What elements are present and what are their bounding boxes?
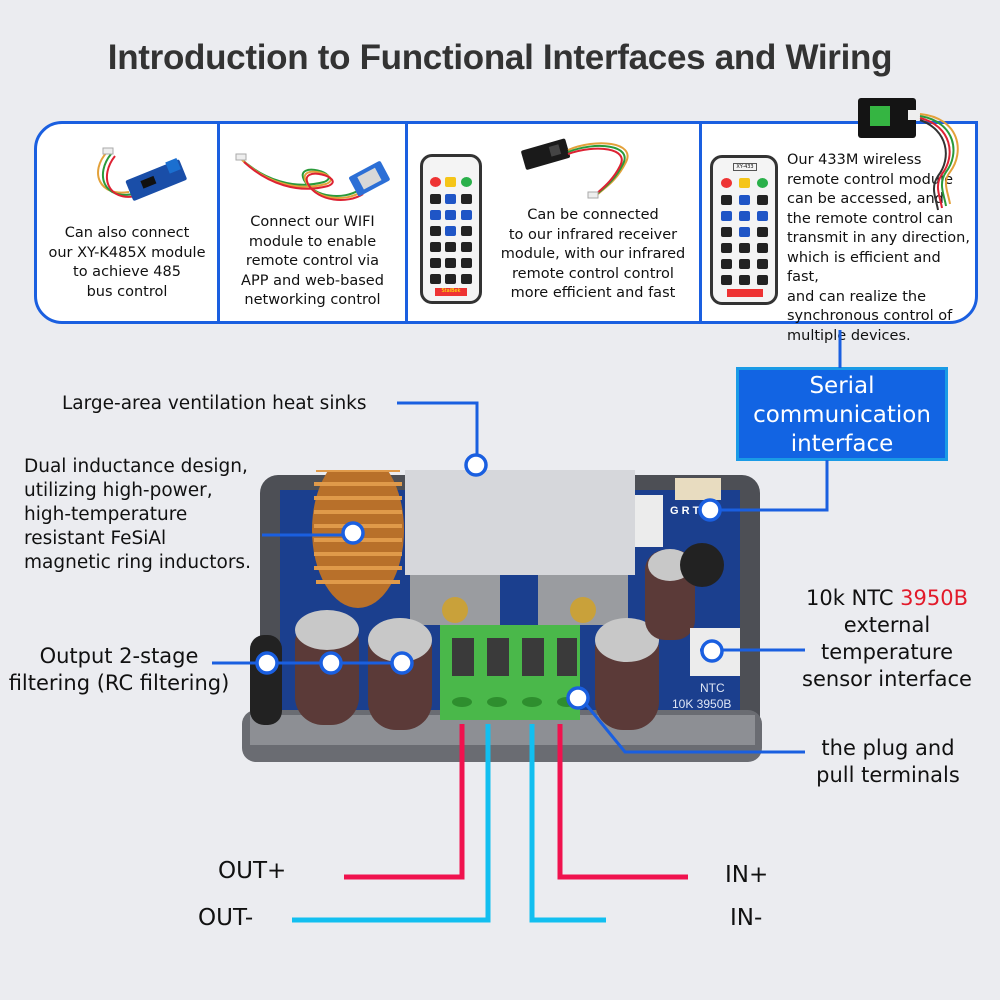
power-key bbox=[430, 177, 441, 187]
panel-wifi-text: Connect our WIFI module to enable remote… bbox=[241, 214, 384, 308]
ntc-silk-2: 10K 3950B bbox=[672, 697, 731, 711]
ntc-label: 10k NTC 3950B external temperature senso… bbox=[802, 586, 972, 691]
panel-infrared: StaiBek Can be connected to our infrared… bbox=[405, 121, 702, 324]
serial-dot bbox=[698, 498, 722, 522]
remote-model-tag: XY-433 bbox=[733, 163, 757, 171]
menu-key bbox=[445, 177, 456, 187]
in-minus-label: IN- bbox=[730, 905, 763, 931]
panel-433m-text: Our 433M wireless remote control module … bbox=[787, 152, 970, 344]
panel-rs485-text: Can also connect our XY-K485X module to … bbox=[48, 225, 206, 300]
panel-rs485: Can also connect our XY-K485X module to … bbox=[34, 121, 220, 324]
terminal-dot bbox=[566, 686, 590, 710]
ntc-silk-1: NTC bbox=[700, 681, 725, 695]
433m-module-image bbox=[858, 98, 959, 211]
inductor-label: Dual inductance design, utilizing high-p… bbox=[24, 456, 251, 573]
filter-dot-1 bbox=[255, 651, 279, 675]
wifi-module-image bbox=[235, 153, 390, 201]
terminals-label: the plug and pull terminals bbox=[816, 736, 960, 787]
ir-receiver-image bbox=[521, 138, 629, 199]
heatsink-leader bbox=[397, 401, 479, 462]
panel-wifi: Connect our WIFI module to enable remote… bbox=[217, 121, 408, 324]
dc-dc-module-board: G R T 5V NTC 10K 3950B bbox=[242, 470, 762, 762]
heatsink-dot bbox=[464, 453, 488, 477]
serial-interface-label: Serial communication interface bbox=[736, 367, 948, 461]
ir-remote-image: StaiBek bbox=[420, 154, 482, 304]
wire-in-plus bbox=[557, 724, 688, 880]
wire-in-minus bbox=[529, 724, 606, 923]
wire-out-minus bbox=[292, 724, 491, 923]
feature-panels: Can also connect our XY-K485X module to … bbox=[34, 121, 978, 344]
rs485-module-image bbox=[97, 147, 187, 201]
serial-leader bbox=[720, 460, 829, 512]
ntc-model-highlight: 3950B bbox=[900, 586, 969, 610]
filter-dot-3 bbox=[390, 651, 414, 675]
in-plus-label: IN+ bbox=[725, 862, 769, 888]
inductor-dot bbox=[341, 521, 365, 545]
out-plus-label: OUT+ bbox=[218, 858, 287, 884]
heatsink-label: Large-area ventilation heat sinks bbox=[62, 393, 367, 414]
433m-remote-image: XY-433 bbox=[710, 155, 778, 305]
ntc-dot bbox=[700, 639, 724, 663]
out-minus-label: OUT- bbox=[198, 905, 254, 931]
filtering-label: Output 2-stage filtering (RC filtering) bbox=[8, 644, 230, 695]
filter-dot-2 bbox=[319, 651, 343, 675]
page-title: Introduction to Functional Interfaces an… bbox=[107, 38, 893, 77]
wire-out-plus bbox=[344, 724, 465, 880]
terminal-leader bbox=[578, 696, 805, 754]
panel-infrared-text: Can be connected to our infrared receive… bbox=[500, 207, 686, 301]
remote-brand: StaiBek bbox=[435, 288, 467, 296]
output-key bbox=[461, 177, 472, 187]
panel-433m: XY-433 Our 433M wireless bbox=[699, 121, 978, 344]
